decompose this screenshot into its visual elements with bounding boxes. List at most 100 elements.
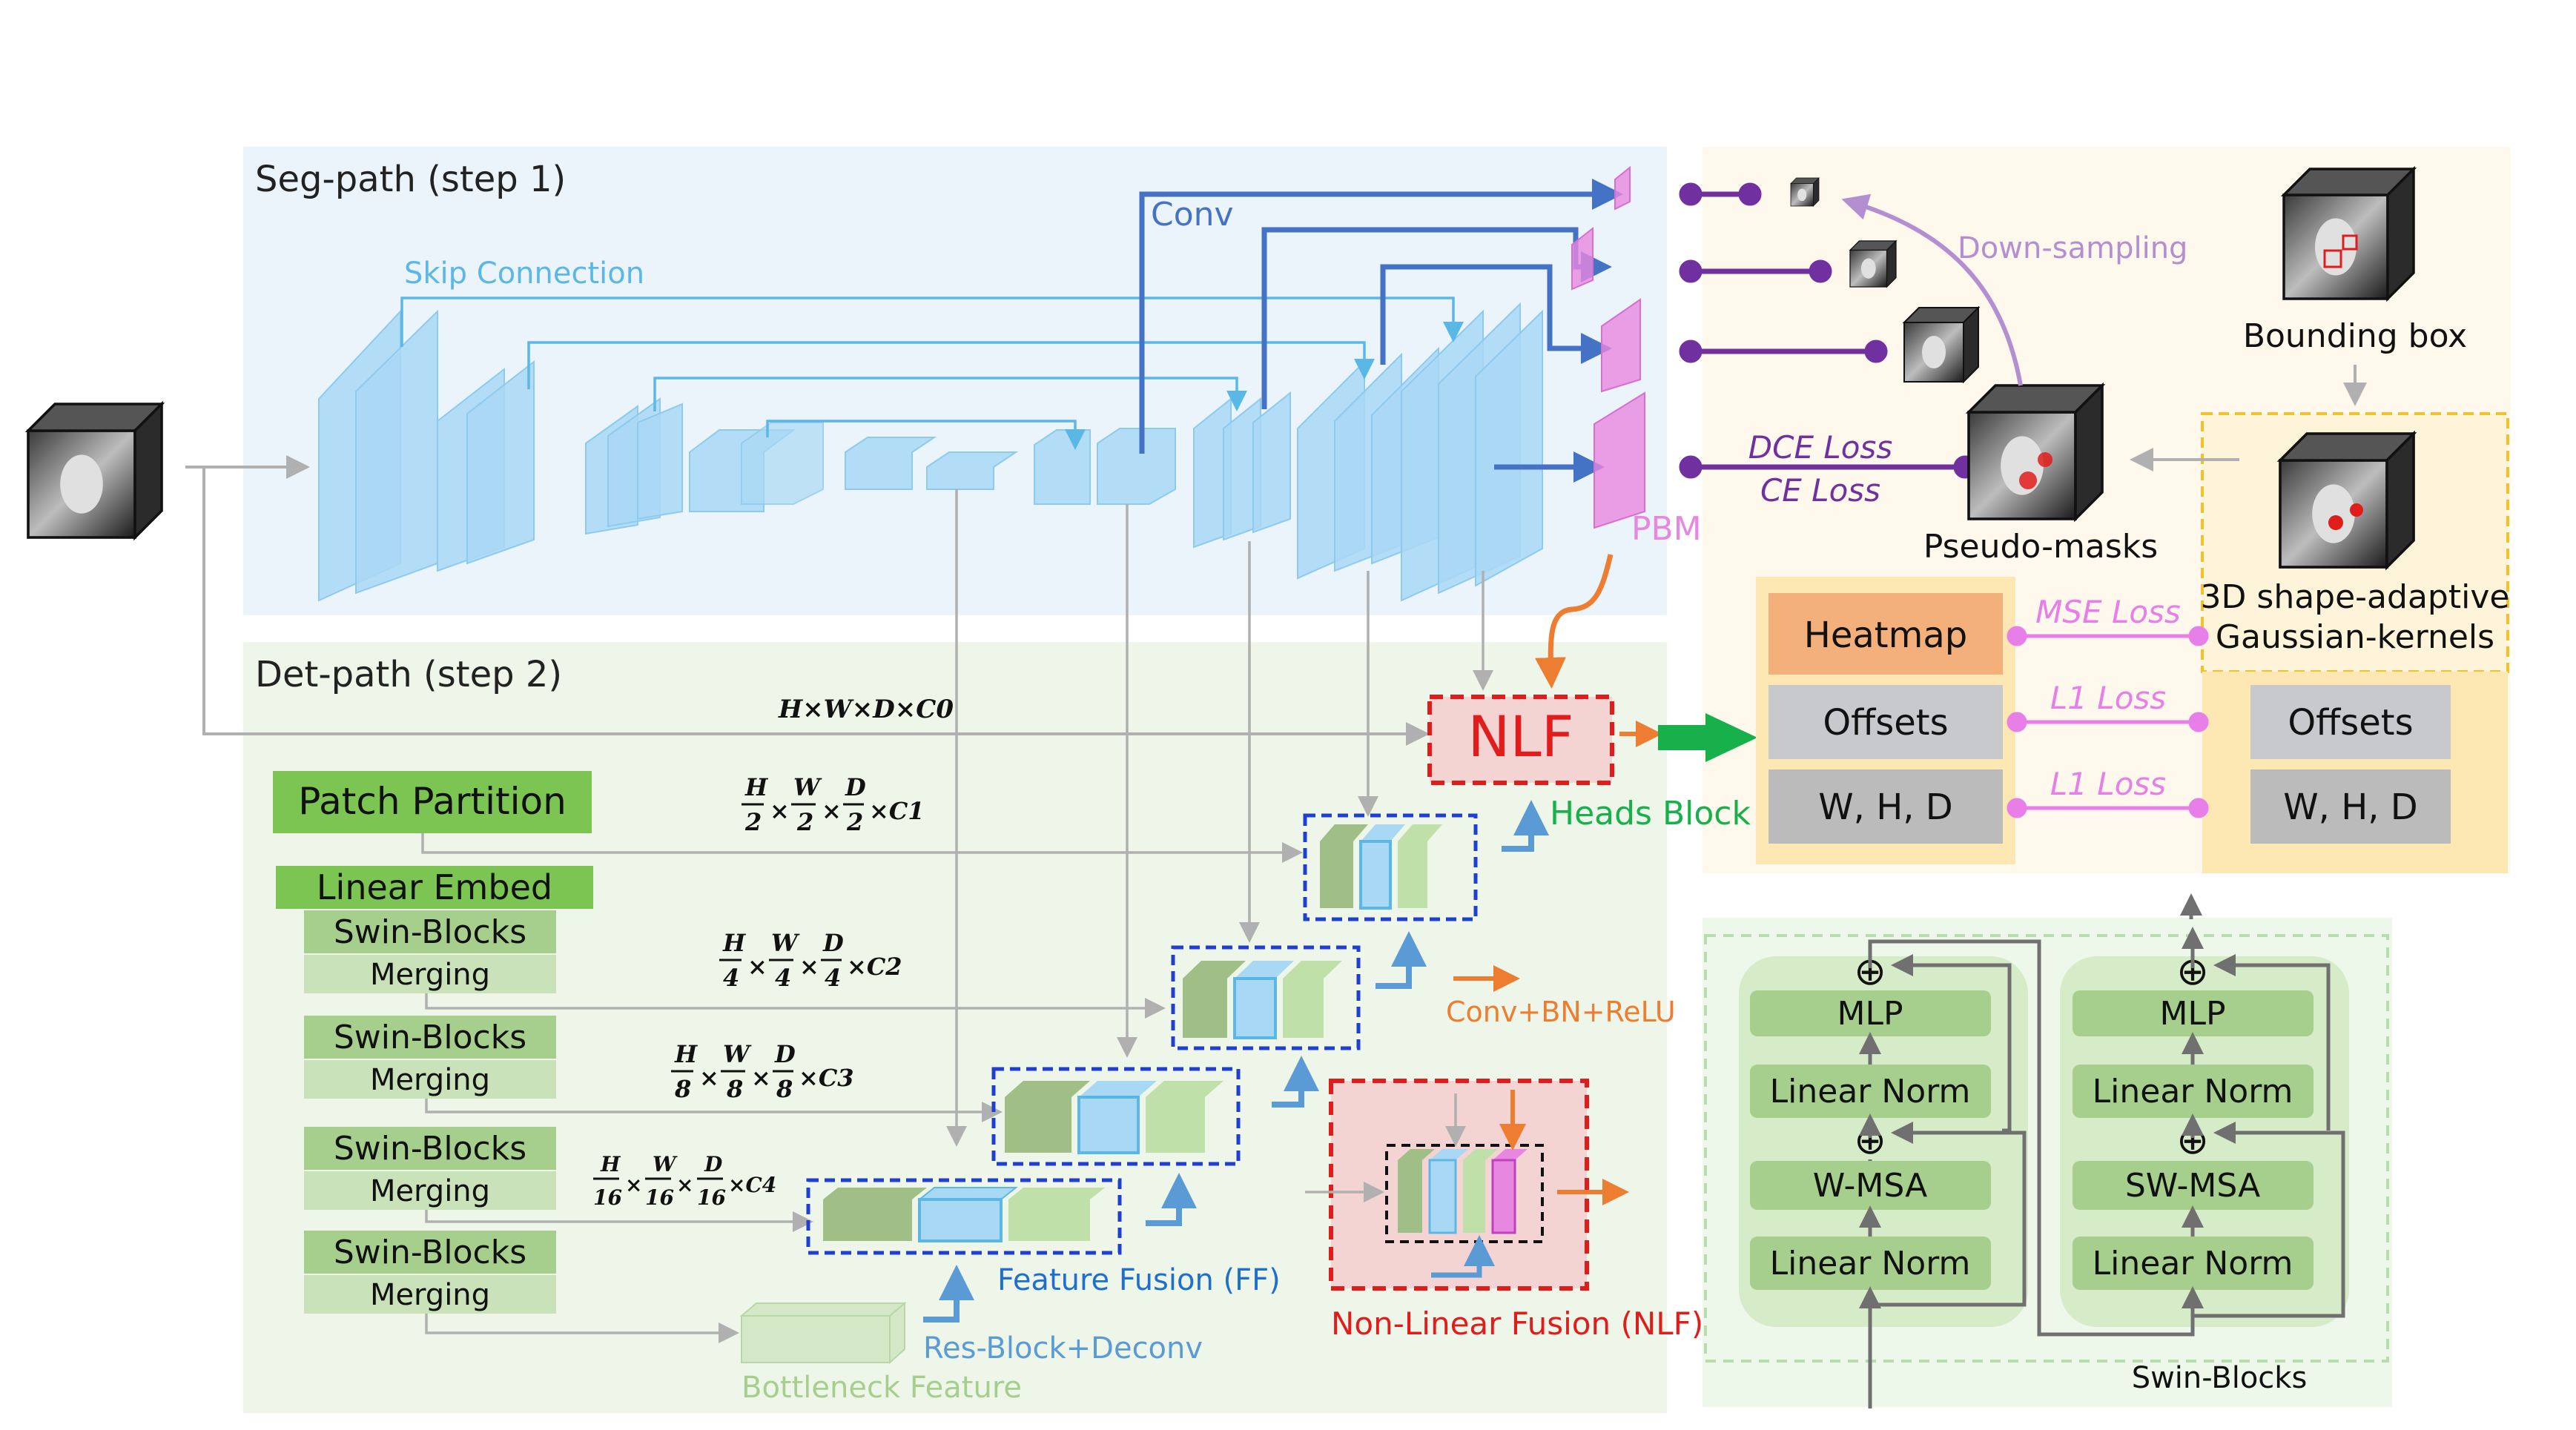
svg-text:2: 2 bbox=[846, 808, 863, 836]
dim-level3: H8 × W8 × D8 ×C3 bbox=[671, 1040, 854, 1103]
det-path-title: Det-path (step 2) bbox=[255, 654, 562, 695]
conv-label: Conv bbox=[1151, 196, 1234, 234]
svg-text:4: 4 bbox=[825, 964, 841, 992]
pbm-to-nlf-arrow bbox=[1534, 554, 1614, 689]
svg-text:W: W bbox=[653, 1152, 678, 1176]
patch-partition-label: Patch Partition bbox=[298, 780, 567, 823]
svg-text:×: × bbox=[799, 953, 819, 981]
svg-text:16: 16 bbox=[645, 1185, 674, 1210]
ce-loss-label: CE Loss bbox=[1760, 472, 1880, 509]
swin1-norm1-label: Linear Norm bbox=[1770, 1245, 1971, 1282]
pbm-outputs bbox=[1571, 165, 1645, 529]
res-block-deconv-label: Res-Block+Deconv bbox=[923, 1331, 1203, 1366]
seg-path-title: Seg-path (step 1) bbox=[255, 159, 566, 200]
whd-gt-box bbox=[2250, 769, 2451, 844]
bounding-box-label: Bounding box bbox=[2243, 317, 2467, 355]
ff-block-3-frame bbox=[991, 1067, 1241, 1166]
skip-connections bbox=[400, 297, 1464, 450]
down-sampling-arrow bbox=[1841, 193, 2023, 386]
merging-1-label: Merging bbox=[370, 958, 490, 992]
nlf-detail-frame bbox=[1329, 1079, 1589, 1291]
svg-text:×C4: ×C4 bbox=[728, 1173, 776, 1197]
swin2-norm1-label: Linear Norm bbox=[2093, 1245, 2293, 1282]
gaussian-kernels-volume-top bbox=[2279, 432, 2415, 569]
swin-detail-arrows bbox=[1859, 927, 2345, 1409]
svg-text:16: 16 bbox=[697, 1185, 726, 1210]
gaussian-red-1 bbox=[2328, 515, 2343, 530]
svg-text:H: H bbox=[744, 773, 769, 801]
svg-text:D: D bbox=[774, 1040, 796, 1068]
feature-fusion-label: Feature Fusion (FF) bbox=[997, 1263, 1281, 1297]
swin-block-2-bg bbox=[2060, 956, 2349, 1327]
merging-4-label: Merging bbox=[370, 1278, 490, 1312]
dim-level1: H2 × W2 × D2 ×C1 bbox=[742, 773, 925, 836]
swin-blocks-4-label: Swin-Blocks bbox=[334, 1234, 526, 1271]
bottleneck-feature-block bbox=[739, 1301, 907, 1365]
svg-text:4: 4 bbox=[723, 964, 739, 992]
svg-text:×C2: ×C2 bbox=[847, 953, 902, 981]
swin-blocks-1-label: Swin-Blocks bbox=[334, 913, 526, 951]
seg-unet-feature-maps bbox=[318, 302, 1543, 602]
swin-detail-caption: Swin-Blocks bbox=[2132, 1361, 2308, 1395]
ff-block-1-frame bbox=[1303, 813, 1478, 921]
dim-level0: H×W×D×C0 bbox=[778, 695, 954, 724]
mse-loss-label: MSE Loss bbox=[2035, 594, 2181, 630]
offsets-label: Offsets bbox=[1823, 702, 1948, 744]
heads-green-arrow bbox=[1658, 713, 1757, 762]
swin1-attn bbox=[1750, 1161, 1991, 1210]
swin2-mlp bbox=[2073, 990, 2314, 1036]
input-to-det-line bbox=[202, 467, 1430, 746]
svg-text:8: 8 bbox=[776, 1075, 793, 1103]
merging-2 bbox=[304, 1060, 556, 1099]
gaussian-red-2 bbox=[2350, 503, 2363, 517]
svg-text:×: × bbox=[625, 1173, 642, 1197]
svg-text:D: D bbox=[822, 929, 844, 957]
merging-3 bbox=[304, 1171, 556, 1210]
ff-block-4 bbox=[823, 1187, 1105, 1242]
det-encoder-connections bbox=[421, 833, 1303, 1343]
swin-blocks-1 bbox=[304, 910, 556, 953]
swin1-norm2-label: Linear Norm bbox=[1770, 1073, 1971, 1110]
svg-text:W: W bbox=[771, 929, 800, 957]
svg-text:×C1: ×C1 bbox=[869, 797, 925, 825]
svg-text:2: 2 bbox=[744, 808, 762, 836]
gaussian-kernels-label-1: 3D shape-adaptive bbox=[2201, 578, 2510, 616]
svg-text:×: × bbox=[822, 797, 842, 825]
l1-loss-label-2: L1 Loss bbox=[2050, 766, 2166, 802]
svg-text:×C3: ×C3 bbox=[799, 1064, 854, 1092]
bottleneck-feature-label: Bottleneck Feature bbox=[742, 1371, 1022, 1405]
whd-gt-label: W, H, D bbox=[2283, 787, 2418, 828]
nlf-detail-features bbox=[1398, 1149, 1528, 1234]
svg-text:×: × bbox=[751, 1064, 771, 1092]
swin2-norm2-label: Linear Norm bbox=[2093, 1073, 2293, 1110]
swin-blocks-2-label: Swin-Blocks bbox=[334, 1019, 526, 1056]
swin-blocks-3-label: Swin-Blocks bbox=[334, 1130, 526, 1168]
patch-partition-box bbox=[273, 771, 592, 833]
svg-text:H: H bbox=[722, 929, 747, 957]
nlf-label: NLF bbox=[1468, 704, 1574, 769]
svg-text:D: D bbox=[704, 1152, 723, 1176]
linear-embed-label: Linear Embed bbox=[317, 867, 552, 907]
heatmap-box bbox=[1768, 593, 2003, 675]
heatmap-label: Heatmap bbox=[1804, 615, 1968, 656]
swin1-attn-label: W-MSA bbox=[1813, 1167, 1927, 1205]
offsets-box bbox=[1768, 685, 2003, 759]
down-sampling-label: Down-sampling bbox=[1958, 231, 2187, 265]
nlf-detail-bottom-blue bbox=[1431, 1235, 1495, 1278]
svg-text:×: × bbox=[676, 1173, 693, 1197]
svg-text:×: × bbox=[770, 797, 790, 825]
gaussian-kernels-label-2: Gaussian-kernels bbox=[2216, 618, 2494, 656]
swin-blocks-2 bbox=[304, 1016, 556, 1059]
svg-text:4: 4 bbox=[775, 964, 791, 992]
whd-box bbox=[1768, 769, 2003, 844]
linear-embed-box bbox=[276, 866, 593, 909]
svg-text:16: 16 bbox=[593, 1185, 622, 1210]
mask-small-2 bbox=[1849, 240, 1897, 288]
ff-block-1 bbox=[1320, 824, 1442, 910]
mask-small-1 bbox=[1790, 177, 1820, 207]
merging-1 bbox=[304, 955, 556, 993]
offsets-gt-label: Offsets bbox=[2288, 702, 2413, 744]
mask-small-3 bbox=[1903, 307, 1979, 383]
skip-connection-label: Skip Connection bbox=[404, 256, 644, 291]
